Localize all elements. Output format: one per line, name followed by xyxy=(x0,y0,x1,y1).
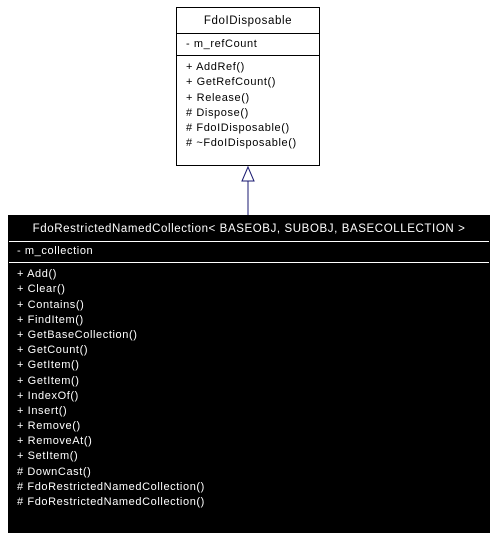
operation-item: # FdoRestrictedNamedCollection() xyxy=(17,480,205,493)
operation-item: + GetItem() xyxy=(17,359,80,372)
operation-item: + RemoveAt() xyxy=(17,435,93,448)
attribute-item: - m_collection xyxy=(17,245,94,257)
operation-item: + Clear() xyxy=(17,283,66,296)
operation-item: + SetItem() xyxy=(17,450,79,463)
base-class-attributes: - m_refCount xyxy=(177,34,319,57)
operation-item: + GetRefCount() xyxy=(186,76,277,89)
derived-class-name: FdoRestrictedNamedCollection< BASEOBJ, S… xyxy=(9,216,489,242)
operation-item: + GetBaseCollection() xyxy=(17,328,138,341)
derived-class-operations: + Add() + Clear() + Contains() + FindIte… xyxy=(9,263,489,513)
base-class-name: FdoIDisposable xyxy=(177,8,319,34)
attribute-item: - m_refCount xyxy=(186,38,258,50)
derived-class-attributes: - m_collection xyxy=(9,242,489,264)
operation-item: + Insert() xyxy=(17,404,68,417)
operation-item: + IndexOf() xyxy=(17,389,79,402)
operation-item: + GetCount() xyxy=(17,344,89,357)
base-class-box[interactable]: FdoIDisposable - m_refCount + AddRef() +… xyxy=(176,7,320,166)
operation-item: # Dispose() xyxy=(186,106,249,119)
operation-item: # FdoRestrictedNamedCollection() xyxy=(17,496,205,508)
operation-item: + GetItem() xyxy=(17,374,80,387)
operation-item: + AddRef() xyxy=(186,61,245,74)
operation-item: # FdoIDisposable() xyxy=(186,121,290,134)
operation-item: # ~FdoIDisposable() xyxy=(186,137,297,150)
base-class-operations: + AddRef() + GetRefCount() + Release() #… xyxy=(177,56,319,154)
operation-item: + Release() xyxy=(186,91,250,104)
inheritance-arrowhead-icon xyxy=(241,165,255,182)
operation-item: + Remove() xyxy=(17,420,81,433)
derived-class-box[interactable]: FdoRestrictedNamedCollection< BASEOBJ, S… xyxy=(8,215,490,533)
operation-item: + FindItem() xyxy=(17,313,84,326)
operation-item: + Contains() xyxy=(17,298,85,311)
operation-item: # DownCast() xyxy=(17,465,92,478)
operation-item: + Add() xyxy=(17,268,57,281)
